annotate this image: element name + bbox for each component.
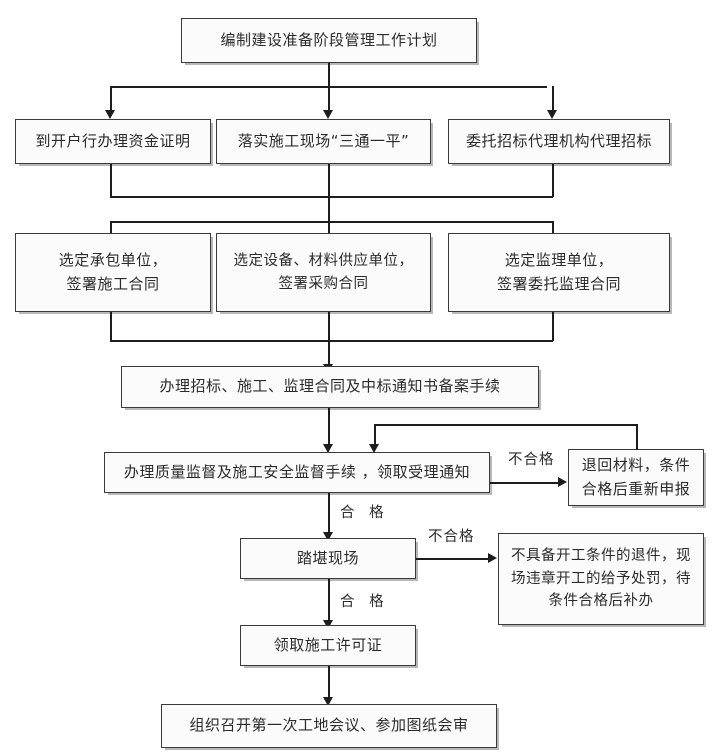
node-penalty[interactable]: 不具备开工条件的退件，现 场违章开工的给予处罚，待 条件合格后补办 (498, 533, 704, 625)
node-supervisor-line-1: 选定监理单位， (504, 251, 614, 270)
edge-site-prep-stem (328, 164, 330, 197)
node-return-material[interactable]: 退回材料，条件 合格后重新申报 (568, 449, 704, 506)
node-contractor-line-1: 选定承包单位， (58, 251, 168, 270)
edge-row2-center-drop (328, 196, 330, 222)
node-permit[interactable]: 领取施工许可证 (240, 625, 416, 666)
node-permit-line-1: 领取施工许可证 (273, 635, 383, 654)
node-site-prep[interactable]: 落实施工现场“三通一平” (216, 119, 431, 164)
node-supplier-line-2: 签署采购合同 (278, 275, 369, 292)
edge-bus1-drop-left (110, 86, 112, 112)
arrow-to-agent-bid (547, 110, 557, 119)
edge-label-qualified-2: 合 格 (340, 594, 389, 610)
edge-bus-row2 (110, 221, 553, 223)
node-supplier-line-1: 选定设备、材料供应单位， (233, 253, 414, 270)
node-return-material-line-2: 合格后重新申报 (581, 479, 691, 498)
edge-permit-stem (328, 666, 330, 699)
node-contractor-line-2: 签署施工合同 (66, 274, 160, 293)
node-filing-line-1: 办理招标、施工、监理合同及中标通知书备案手续 (159, 377, 501, 396)
arrow-to-quality-supervision (323, 444, 333, 453)
node-first-meeting-line-1: 组织召开第一次工地会议、参加图纸会审 (189, 716, 469, 735)
edge-survey-to-penalty (416, 558, 489, 560)
arrow-to-site-survey (323, 532, 333, 541)
edge-supplier-stem (328, 312, 330, 341)
node-filing[interactable]: 办理招标、施工、监理合同及中标通知书备案手续 (121, 366, 539, 408)
edge-filing-stem (328, 408, 330, 446)
node-agent-bid-line-1: 委托招标代理机构代理招标 (465, 131, 652, 150)
edge-plan-stem (328, 63, 330, 86)
node-plan-line-1: 编制建设准备阶段管理工作计划 (220, 30, 438, 49)
node-fund-cert[interactable]: 到开户行办理资金证明 (15, 119, 211, 164)
node-penalty-line-3: 条件合格后补办 (548, 593, 654, 610)
node-quality-supervision[interactable]: 办理质量监督及施工安全监督手续 ，领取受理通知 (104, 452, 490, 493)
arrow-to-permit (323, 620, 333, 629)
edge-bus1-drop-mid (328, 86, 330, 112)
edge-return-loop-down (374, 424, 376, 446)
edge-to-filing (328, 340, 330, 367)
edge-return-loop-across (374, 424, 637, 426)
edge-qs-to-return (490, 482, 559, 484)
edge-merge-row3 (110, 340, 553, 342)
edge-survey-to-permit (328, 579, 330, 623)
edge-fund-cert-stem (110, 164, 112, 197)
edge-label-qualified-1: 合 格 (340, 505, 389, 521)
node-quality-supervision-line-1: 办理质量监督及施工安全监督手续 ，领取受理通知 (123, 462, 471, 481)
node-penalty-line-2: 场违章开工的给予处罚，待 (511, 570, 691, 587)
arrow-to-return-material (558, 477, 567, 487)
arrow-to-penalty (488, 553, 497, 563)
node-agent-bid[interactable]: 委托招标代理机构代理招标 (448, 119, 670, 164)
edge-contractor-stem (110, 312, 112, 341)
node-first-meeting[interactable]: 组织召开第一次工地会议、参加图纸会审 (161, 704, 497, 748)
edge-return-loop-up (636, 424, 638, 450)
arrow-to-site-prep (323, 110, 333, 119)
node-supplier[interactable]: 选定设备、材料供应单位， 签署采购合同 (216, 233, 431, 312)
node-site-survey-line-1: 踏堪现场 (296, 548, 359, 567)
node-contractor[interactable]: 选定承包单位， 签署施工合同 (15, 233, 211, 312)
node-plan[interactable]: 编制建设准备阶段管理工作计划 (181, 18, 477, 63)
node-site-survey[interactable]: 踏堪现场 (240, 538, 416, 579)
edge-qs-to-survey (328, 493, 330, 534)
node-fund-cert-line-1: 到开户行办理资金证明 (35, 131, 191, 150)
edge-bus1-drop-right (552, 86, 554, 112)
arrow-to-first-meeting (323, 697, 333, 706)
edge-merge-row2 (110, 196, 553, 198)
node-site-prep-line-1: 落实施工现场“三通一平” (237, 131, 410, 150)
node-return-material-line-1: 退回材料，条件 (581, 456, 691, 475)
node-supervisor-line-2: 签署委托监理合同 (496, 274, 621, 293)
node-supervisor[interactable]: 选定监理单位， 签署委托监理合同 (448, 233, 670, 312)
arrow-return-loop-into-qs (369, 444, 379, 453)
edge-supervisor-stem (552, 312, 554, 341)
arrow-to-fund-cert (105, 110, 115, 119)
edge-label-unqualified-2: 不合格 (428, 529, 475, 545)
edge-label-unqualified-1: 不合格 (508, 452, 555, 468)
node-penalty-line-1: 不具备开工条件的退件，现 (511, 548, 691, 565)
edge-agent-bid-stem (552, 164, 554, 197)
